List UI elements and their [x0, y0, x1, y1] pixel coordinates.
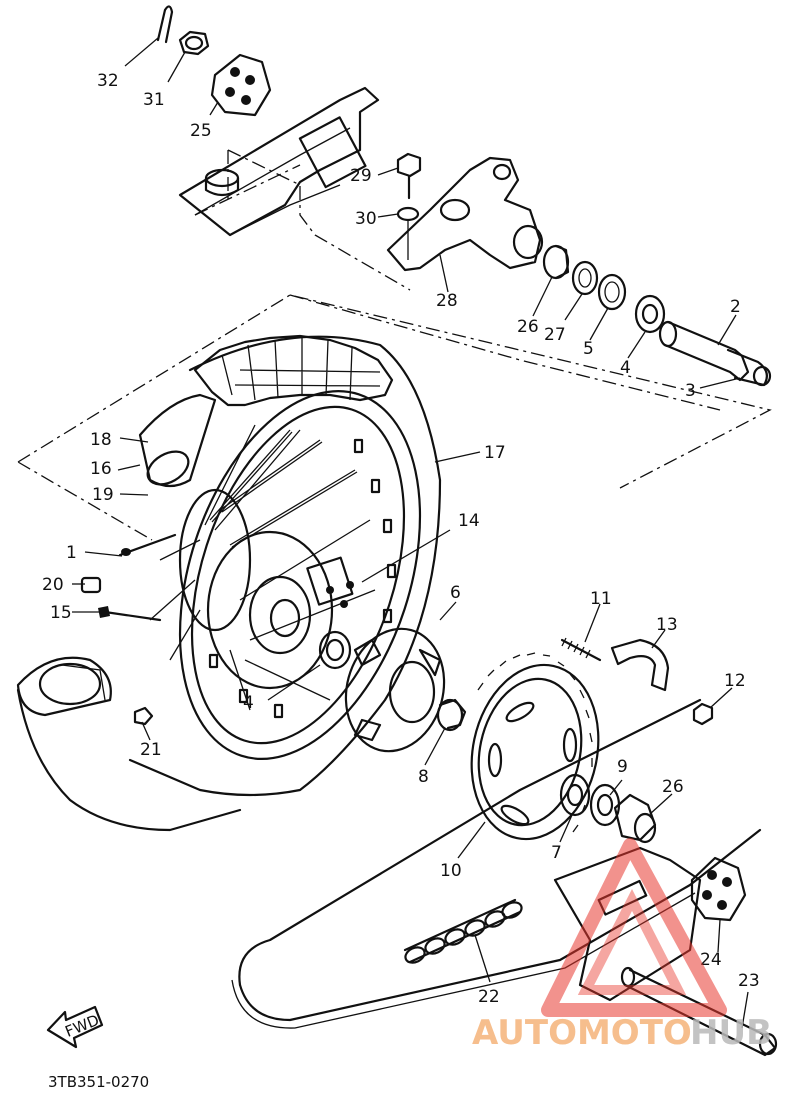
callout-23: 23 — [738, 971, 760, 991]
sprocket-hub-6 — [344, 627, 446, 753]
collar-8 — [436, 698, 467, 732]
oil-seal-28 — [571, 260, 599, 296]
callout-21: 21 — [140, 740, 162, 760]
callout-14: 14 — [458, 511, 480, 531]
spokes — [149, 424, 376, 711]
stud-bolt-11 — [560, 637, 602, 662]
bearing-4-lower — [318, 630, 352, 670]
drive-chain-22 — [231, 698, 762, 1029]
figure-code: 3TB351-0270 — [48, 1073, 149, 1091]
callout-32: 31 — [143, 90, 165, 110]
bracket-13 — [610, 638, 670, 692]
callout-9: 9 — [617, 757, 628, 777]
oil-seal-5 — [597, 273, 627, 311]
callout-24: 24 — [700, 950, 722, 970]
callout-10: 10 — [440, 861, 462, 881]
valve-cap-20 — [80, 576, 102, 594]
bearing-7 — [559, 773, 591, 817]
callout-33: 32 — [97, 71, 119, 91]
callout-30: 29 — [350, 166, 372, 186]
bolt-30 — [396, 152, 422, 200]
callout-31: 30 — [355, 209, 377, 229]
callout-2: 2 — [730, 297, 741, 317]
callout-7: 7 — [551, 843, 562, 863]
callout-12: 12 — [724, 671, 746, 691]
bearing-4-upper — [634, 294, 666, 334]
callout-15: 15 — [50, 603, 72, 623]
cotter-pin-33 — [156, 5, 174, 44]
chain-puller-25 — [210, 53, 272, 117]
nut-12 — [692, 702, 714, 726]
washer-31 — [396, 206, 420, 222]
assembly-line-main — [17, 294, 772, 541]
callout-4-lower: 4 — [243, 693, 254, 713]
axle-nut-32 — [178, 30, 210, 56]
rear-wheel-drawing — [128, 334, 442, 797]
watermark-text-a: AUTOMOTO — [472, 1013, 692, 1053]
callout-29: 28 — [436, 291, 458, 311]
callout-13: 13 — [656, 615, 678, 635]
callout-1: 1 — [66, 543, 77, 563]
callout-labels: 32 31 25 29 30 28 26 27 5 4 2 3 18 16 19… — [42, 71, 760, 1007]
chain-puller-24 — [690, 856, 747, 922]
collar-26 — [613, 793, 657, 844]
watermark-logo: AUTOMOTO HUB — [472, 838, 772, 1053]
callout-3: 3 — [685, 381, 696, 401]
callout-27: 26 — [517, 317, 539, 337]
callout-20: 20 — [42, 575, 64, 595]
watermark-text-b: HUB — [690, 1013, 772, 1053]
callout-6: 6 — [450, 583, 461, 603]
fwd-arrow: FWD — [46, 1005, 104, 1049]
callout-5: 5 — [583, 339, 594, 359]
collar-9 — [589, 783, 621, 827]
chain-links — [404, 901, 523, 964]
callout-22: 22 — [478, 987, 500, 1007]
callout-18: 18 — [90, 430, 112, 450]
spoke-nipple-1 — [118, 533, 177, 557]
callout-28: 27 — [544, 325, 566, 345]
caliper-bracket-29 — [386, 156, 544, 272]
assembly-line-upper — [194, 149, 411, 291]
callout-16: 16 — [90, 459, 112, 479]
tire-section-21 — [16, 656, 242, 832]
wheel-shaft-2 — [658, 320, 772, 387]
callout-25: 25 — [190, 121, 212, 141]
watermark-triangle — [541, 838, 727, 1017]
callout-17: 17 — [484, 443, 506, 463]
callout-11: 11 — [590, 589, 612, 609]
valve-15 — [98, 606, 162, 622]
collar-27 — [542, 244, 570, 280]
callout-19: 19 — [92, 485, 114, 505]
callout-4-upper: 4 — [620, 358, 631, 378]
fwd-label: FWD — [63, 1011, 102, 1041]
callout-8: 8 — [418, 767, 429, 787]
swingarm-drawing — [178, 86, 380, 237]
leader-lines — [72, 37, 749, 1029]
callout-26: 26 — [662, 777, 684, 797]
sprocket-10 — [470, 652, 600, 841]
